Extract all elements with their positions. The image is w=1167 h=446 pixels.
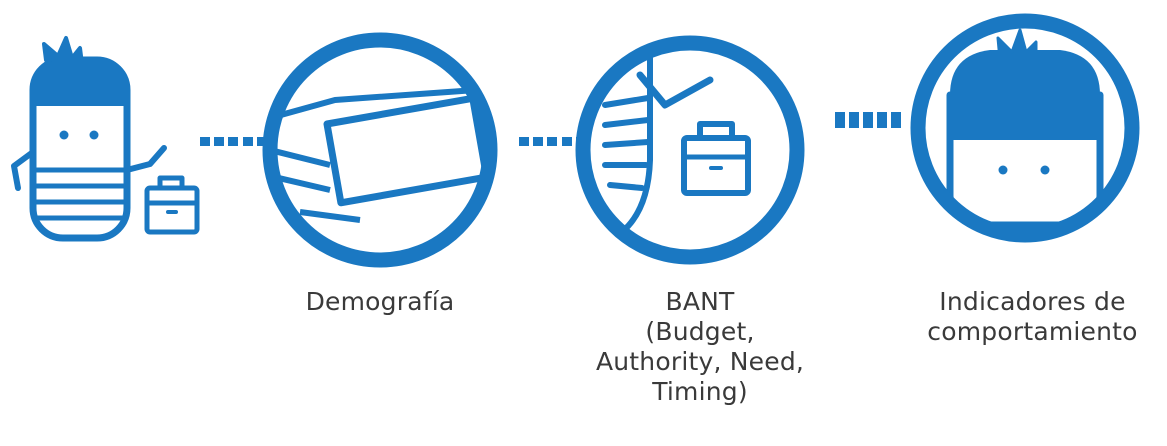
stage-label-demografia: Demografía	[305, 287, 455, 316]
stage-label-indicadores: Indicadores de comportamiento	[927, 287, 1138, 346]
person-face-icon	[910, 13, 1140, 243]
connector-dots	[200, 137, 267, 146]
stage-label-bant: BANT (Budget, Authority, Need, Timing)	[595, 287, 805, 406]
id-card-icon	[262, 32, 498, 268]
checkmark-briefcase-icon	[575, 35, 805, 265]
connector-dots	[835, 112, 901, 128]
person-with-briefcase-icon	[11, 36, 200, 242]
